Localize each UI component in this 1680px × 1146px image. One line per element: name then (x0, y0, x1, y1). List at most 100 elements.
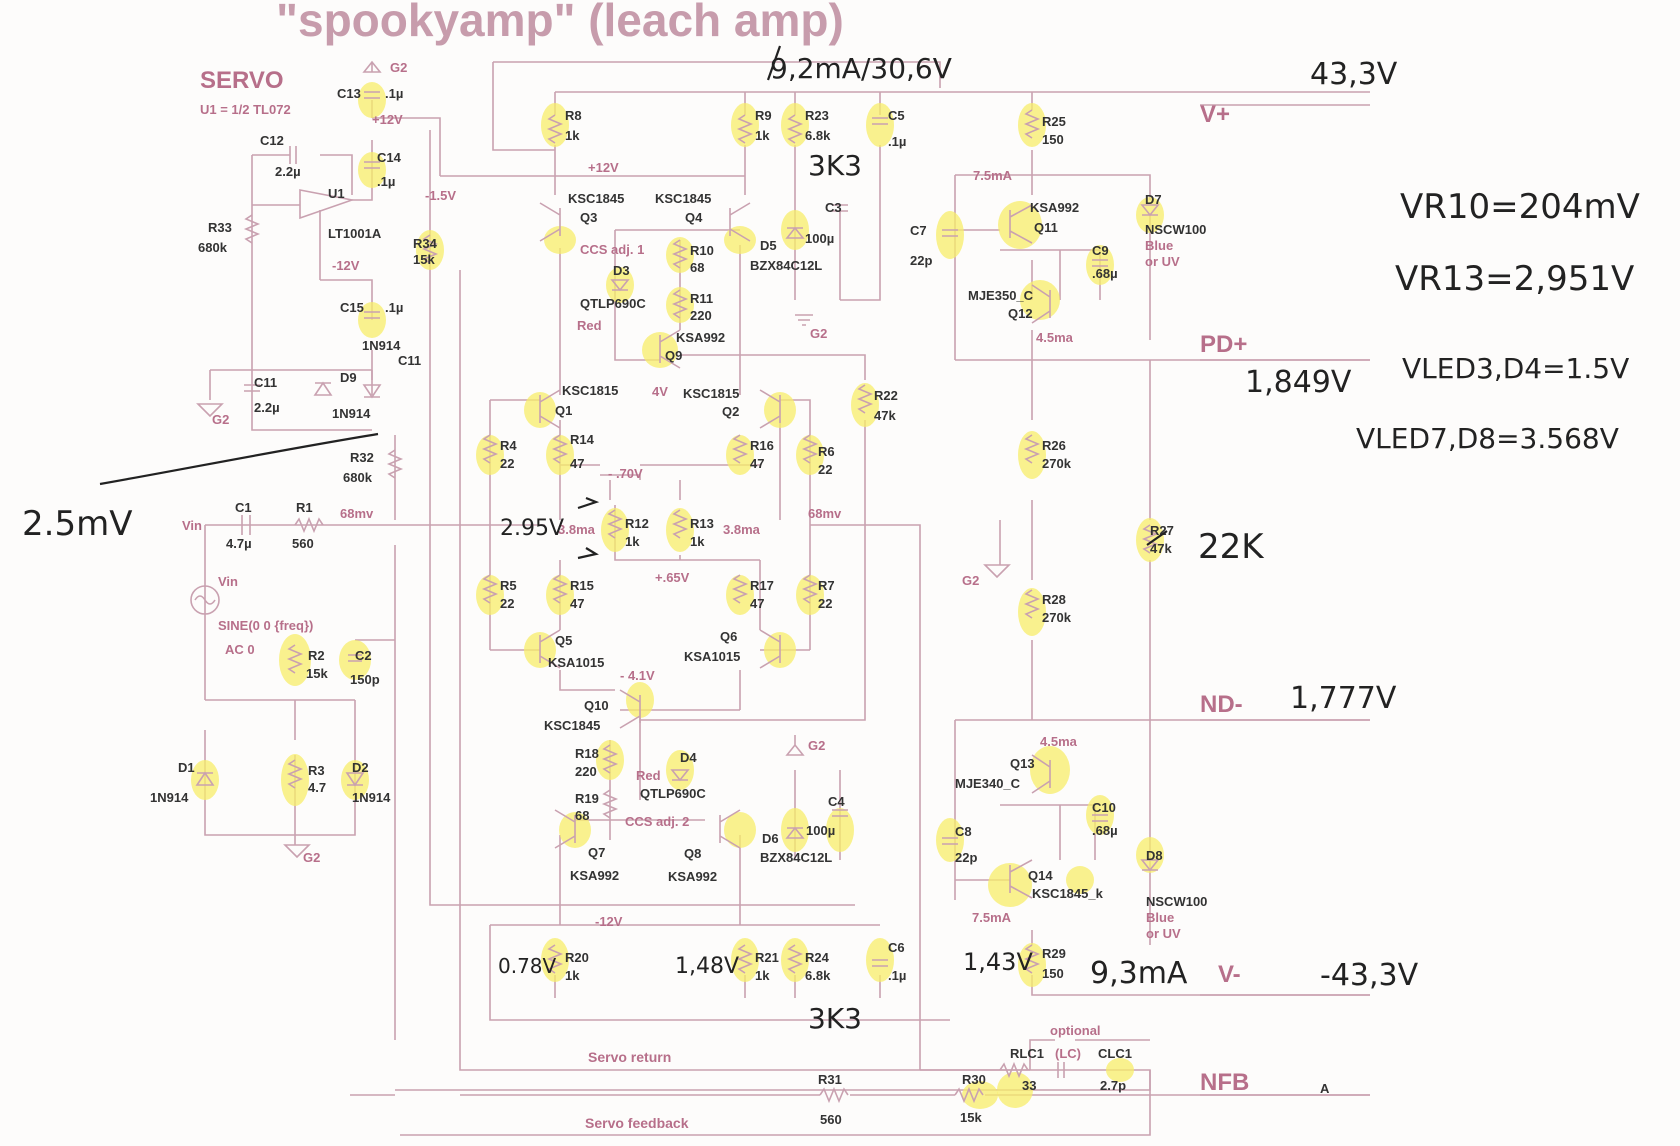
r25-value: 150 (1042, 132, 1064, 147)
servo-feedback-label: Servo feedback (585, 1115, 689, 1131)
node-a-label: A (1320, 1081, 1330, 1096)
c15-ref: C15 (340, 300, 364, 315)
r4-ref: R4 (500, 438, 517, 453)
hand-slash (766, 45, 782, 81)
plus12-servo: +12V (372, 112, 403, 127)
r26-ref: R26 (1042, 438, 1066, 453)
r29-value: 150 (1042, 966, 1064, 981)
r25-ref: R25 (1042, 114, 1066, 129)
d8-ref: D8 (1146, 848, 1163, 863)
c4-ref: C4 (828, 794, 845, 809)
hand-r27-22k: 22K (1198, 527, 1265, 567)
c8-ref: C8 (955, 824, 972, 839)
r27-ref: R27 (1150, 523, 1174, 538)
r22-value: 47k (874, 408, 896, 423)
q5-value: KSA1015 (548, 655, 604, 670)
c8-value: 22p (955, 850, 977, 865)
r28-ref: R28 (1042, 592, 1066, 607)
ac-label: AC 0 (225, 642, 255, 657)
r3-value: 4.7 (308, 780, 326, 795)
g2-label-servo: G2 (212, 412, 229, 427)
handwritten-annotations: 9,2mA/30,6V 43,3V -43,3V VR10=204mV VR13… (22, 45, 1640, 1035)
r1-ref: R1 (296, 500, 313, 515)
q3-ref: Q3 (580, 210, 597, 225)
c9-ref: C9 (1092, 243, 1109, 258)
g2-label-top: G2 (390, 60, 407, 75)
rlc1-value: 33 (1022, 1078, 1036, 1093)
r6-value: 22 (818, 462, 832, 477)
minus12-servo: -12V (332, 258, 360, 273)
ma-left: 3.8ma (558, 522, 596, 537)
r9-ref: R9 (755, 108, 772, 123)
r30-ref: R30 (962, 1072, 986, 1087)
r18-value: 220 (575, 764, 597, 779)
c7-ref: C7 (910, 223, 927, 238)
q14-value: KSC1845_k (1032, 886, 1104, 901)
hand-arrow-2 (577, 547, 599, 560)
plus12-main: +12V (588, 160, 619, 175)
ma-q11: 7.5mA (973, 168, 1013, 183)
mv-right: 68mv (808, 506, 842, 521)
r33-ref: R33 (208, 220, 232, 235)
r6-ref: R6 (818, 444, 835, 459)
r29-ref: R29 (1042, 946, 1066, 961)
q7-value: KSA992 (570, 868, 619, 883)
r8-ref: R8 (565, 108, 582, 123)
symbols (190, 60, 1160, 1104)
c7-value: 22p (910, 253, 932, 268)
ccs-adj-2: CCS adj. 2 (625, 814, 689, 829)
hand-pd-volt: 1,849V (1245, 365, 1352, 400)
q9-ref: Q9 (665, 348, 682, 363)
ccs-adj-1: CCS adj. 1 (580, 242, 644, 257)
c5-ref: C5 (888, 108, 905, 123)
hand-vled78: VLED7,D8=3.568V (1356, 422, 1619, 455)
c13-value: .1µ (385, 86, 403, 101)
r2-ref: R2 (308, 648, 325, 663)
g2-label-c4: G2 (808, 738, 825, 753)
c10-ref: C10 (1092, 800, 1116, 815)
c12-value: 2.2µ (275, 164, 301, 179)
optional-label: optional (1050, 1023, 1101, 1038)
u1-value: LT1001A (328, 226, 382, 241)
q10-value: KSC1845 (544, 718, 600, 733)
q11-value: KSA992 (1030, 200, 1079, 215)
r23-value: 6.8k (805, 128, 831, 143)
d8-value: NSCW100 (1146, 894, 1207, 909)
r13-ref: R13 (690, 516, 714, 531)
r12-ref: R12 (625, 516, 649, 531)
rlc1-ref: RLC1 (1010, 1046, 1044, 1061)
d7-alt-1: Blue (1145, 238, 1173, 253)
c13-ref: C13 (337, 86, 361, 101)
r16-ref: R16 (750, 438, 774, 453)
d1-ref: D1 (178, 760, 195, 775)
d9-ref: D9 (340, 370, 357, 385)
node-minus-070: - .70V (608, 466, 643, 481)
r33-value: 680k (198, 240, 228, 255)
r16-value: 47 (750, 456, 764, 471)
c11-value: 2.2µ (254, 400, 280, 415)
d9-value: 1N914 (332, 406, 371, 421)
c9-value: .68µ (1092, 266, 1118, 281)
r21-value: 1k (755, 968, 770, 983)
q3-value: KSC1845 (568, 191, 624, 206)
q4-value: KSC1845 (655, 191, 711, 206)
r17-ref: R17 (750, 578, 774, 593)
g2-label-bias: G2 (962, 573, 979, 588)
sine-label: SINE(0 0 {freq}) (218, 618, 313, 633)
vin-label: Vin (182, 518, 202, 533)
d2-ref: D2 (352, 760, 369, 775)
q1-ref: Q1 (555, 403, 572, 418)
hand-pointer-line (99, 432, 379, 486)
d6-ref: D6 (762, 831, 779, 846)
r22-ref: R22 (874, 388, 898, 403)
q12-ref: Q12 (1008, 306, 1033, 321)
r1-value: 560 (292, 536, 314, 551)
r24-value: 6.8k (805, 968, 831, 983)
q2-ref: Q2 (722, 404, 739, 419)
g2-label-c3: G2 (810, 326, 827, 341)
r34-ref: R34 (413, 236, 438, 251)
r2-value: 15k (306, 666, 328, 681)
net-vplus: V+ (1200, 101, 1230, 128)
r13-value: 1k (690, 534, 705, 549)
c1-value: 4.7µ (226, 536, 252, 551)
